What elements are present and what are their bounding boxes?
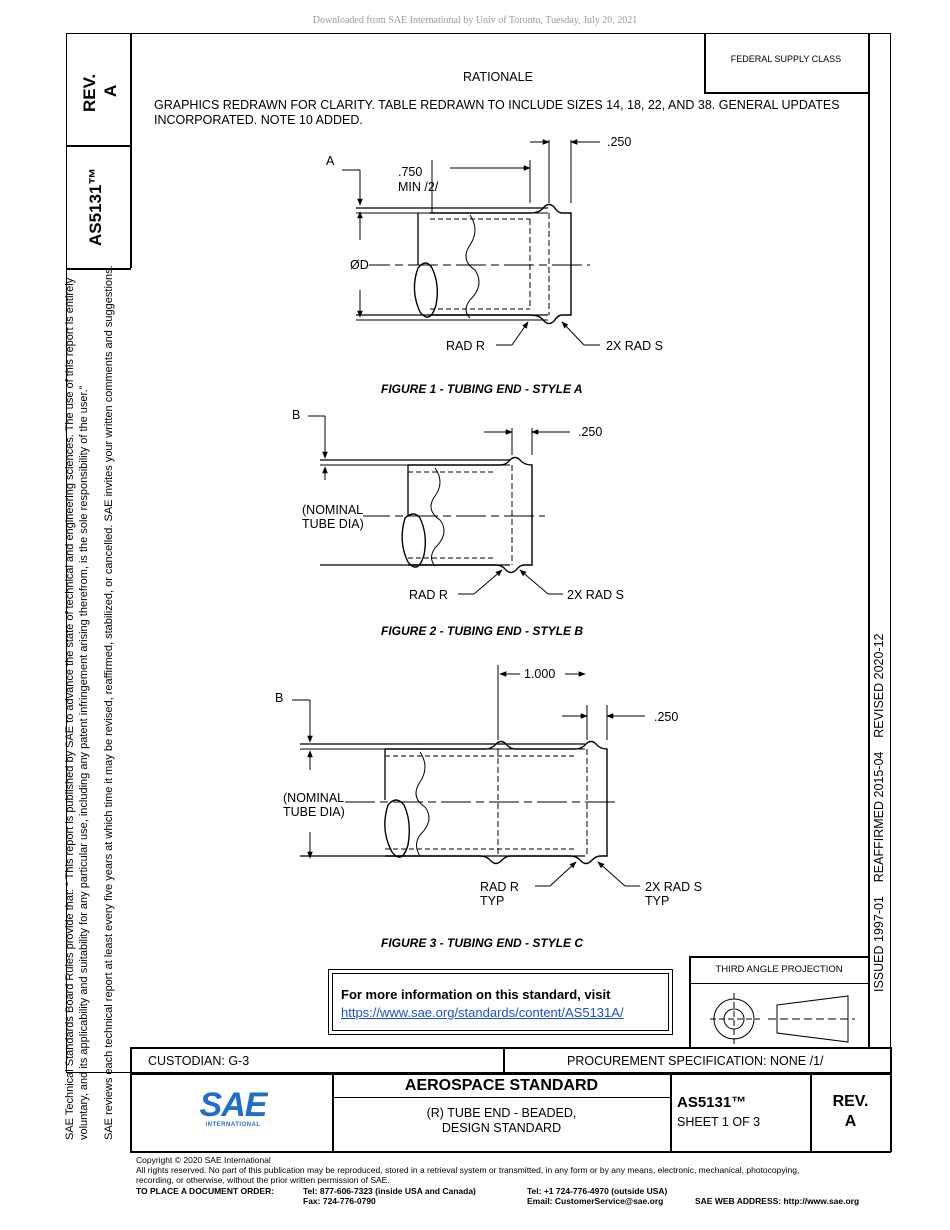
order-label: TO PLACE A DOCUMENT ORDER: — [136, 1186, 275, 1196]
projection-box-top — [689, 956, 869, 958]
tel-usa: Tel: 877-606-7323 (inside USA and Canada… — [303, 1186, 476, 1196]
sae-logo: SAE INTERNATIONAL — [198, 1088, 268, 1128]
side-divider-h2 — [66, 268, 131, 270]
copyright: Copyright © 2020 SAE International — [136, 1155, 271, 1165]
fsc-box-bottom — [704, 92, 869, 94]
tb-top — [130, 1047, 891, 1049]
figure2-drawing — [308, 415, 570, 595]
fig1-rad-r: RAD R — [446, 339, 485, 353]
fig1-dim-250: .250 — [607, 135, 632, 149]
info-text: For more information on this standard, v… — [341, 987, 611, 1002]
drawing-frame — [66, 33, 891, 1073]
tb-rev-value: A — [844, 1113, 857, 1130]
figure1-caption: FIGURE 1 - TUBING END - STYLE A — [381, 382, 583, 396]
fig1-rad-s: 2X RAD S — [606, 339, 663, 353]
procurement-spec: PROCUREMENT SPECIFICATION: NONE /1/ — [567, 1054, 824, 1068]
tb-bottom — [130, 1151, 891, 1153]
standard-type: AEROSPACE STANDARD — [404, 1077, 599, 1094]
rights-2: recording, or otherwise, without the pri… — [136, 1175, 390, 1185]
fig2-nominal-1: (NOMINAL — [302, 503, 364, 517]
fig2-nominal-2: TUBE DIA) — [302, 517, 364, 531]
fig3-dim-250: .250 — [654, 710, 679, 724]
download-note: Downloaded from SAE International by Uni… — [312, 15, 638, 26]
projection-label: THIRD ANGLE PROJECTION — [715, 964, 843, 975]
third-angle-projection-symbol — [710, 993, 855, 1045]
doc-title-2: DESIGN STANDARD — [441, 1121, 562, 1135]
fig1-dim-750: .750 — [398, 165, 423, 179]
fig3-dim-1000: 1.000 — [524, 667, 556, 681]
rights-1: All rights reserved. No part of this pub… — [136, 1165, 800, 1175]
fig2-rad-s: 2X RAD S — [567, 588, 624, 602]
tb-right — [890, 1047, 892, 1152]
tb-rev-divider — [810, 1073, 812, 1152]
tb-row-divider — [130, 1073, 891, 1075]
side-divider — [130, 33, 132, 268]
projection-box-mid — [689, 983, 869, 984]
figure3-drawing — [292, 665, 645, 887]
tel-outside: Tel: +1 724-776-4970 (outside USA) — [527, 1186, 668, 1196]
fig3-rad-r-typ: TYP — [480, 894, 505, 908]
figure1-drawing — [342, 139, 600, 346]
sheet-number: SHEET 1 OF 3 — [677, 1115, 761, 1129]
sae-logo-sub: INTERNATIONAL — [205, 1122, 261, 1128]
tb-doc-number: AS5131™ — [677, 1094, 747, 1111]
fig1-dim-min: MIN /2/ — [398, 180, 439, 194]
fig3-nominal-2: TUBE DIA) — [283, 805, 345, 819]
federal-supply-class: FEDERAL SUPPLY CLASS — [730, 54, 842, 64]
tb-custodian-divider — [503, 1047, 505, 1074]
web-address: SAE WEB ADDRESS: http://www.sae.org — [695, 1196, 860, 1206]
fig3-rad-s-typ: TYP — [645, 894, 670, 908]
tb-left — [130, 1047, 132, 1152]
fig1-label-a: A — [326, 154, 335, 168]
fax: Fax: 724-776-0790 — [303, 1196, 376, 1206]
custodian: CUSTODIAN: G-3 — [148, 1054, 250, 1068]
fig2-rad-r: RAD R — [409, 588, 448, 602]
tb-title-underline — [332, 1097, 670, 1098]
fig3-label-b: B — [275, 691, 284, 705]
email: Email: CustomerService@sae.org — [527, 1196, 664, 1206]
fig3-rad-r: RAD R — [480, 880, 519, 894]
sae-logo-mark: SAE — [199, 1086, 268, 1124]
rationale-text-1: GRAPHICS REDRAWN FOR CLARITY. TABLE REDR… — [154, 98, 840, 112]
doc-title-1: (R) TUBE END - BEADED, — [426, 1106, 577, 1120]
figure3-caption: FIGURE 3 - TUBING END - STYLE C — [381, 936, 584, 950]
fsc-box-left — [704, 33, 706, 93]
fig1-dia: ØD — [350, 258, 369, 272]
fig3-rad-s: 2X RAD S — [645, 880, 702, 894]
info-box: For more information on this standard, v… — [328, 969, 673, 1035]
side-divider-h1 — [66, 145, 131, 147]
fig2-dim-250: .250 — [578, 425, 603, 439]
tb-rev-label: REV. — [832, 1093, 869, 1110]
right-strip-divider — [868, 33, 870, 1048]
rationale-text-2: INCORPORATED. NOTE 10 ADDED. — [154, 113, 363, 127]
rationale-title: RATIONALE — [463, 70, 533, 84]
tb-logo-divider — [332, 1073, 334, 1152]
tb-title-divider — [670, 1073, 672, 1152]
fig2-label-b: B — [292, 408, 301, 422]
figure2-caption: FIGURE 2 - TUBING END - STYLE B — [381, 624, 584, 638]
standard-link[interactable]: https://www.sae.org/standards/content/AS… — [341, 1005, 624, 1020]
projection-box-left — [689, 956, 691, 1048]
fig3-nominal-1: (NOMINAL — [283, 791, 345, 805]
